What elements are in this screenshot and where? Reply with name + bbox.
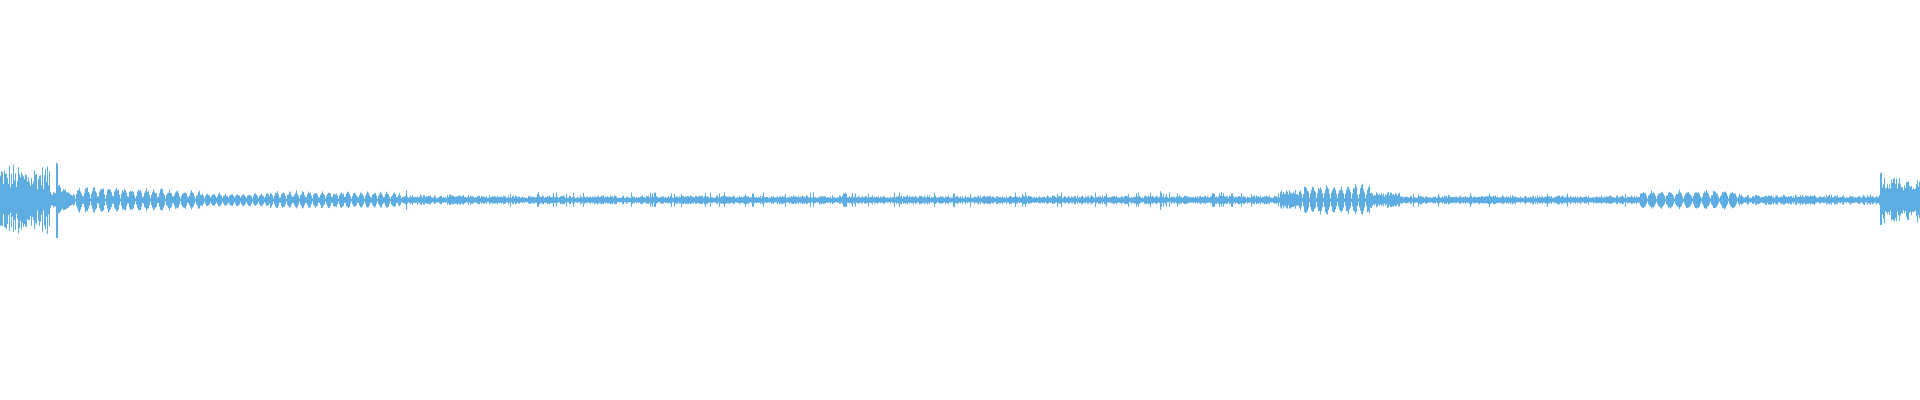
waveform-path <box>0 162 1920 238</box>
